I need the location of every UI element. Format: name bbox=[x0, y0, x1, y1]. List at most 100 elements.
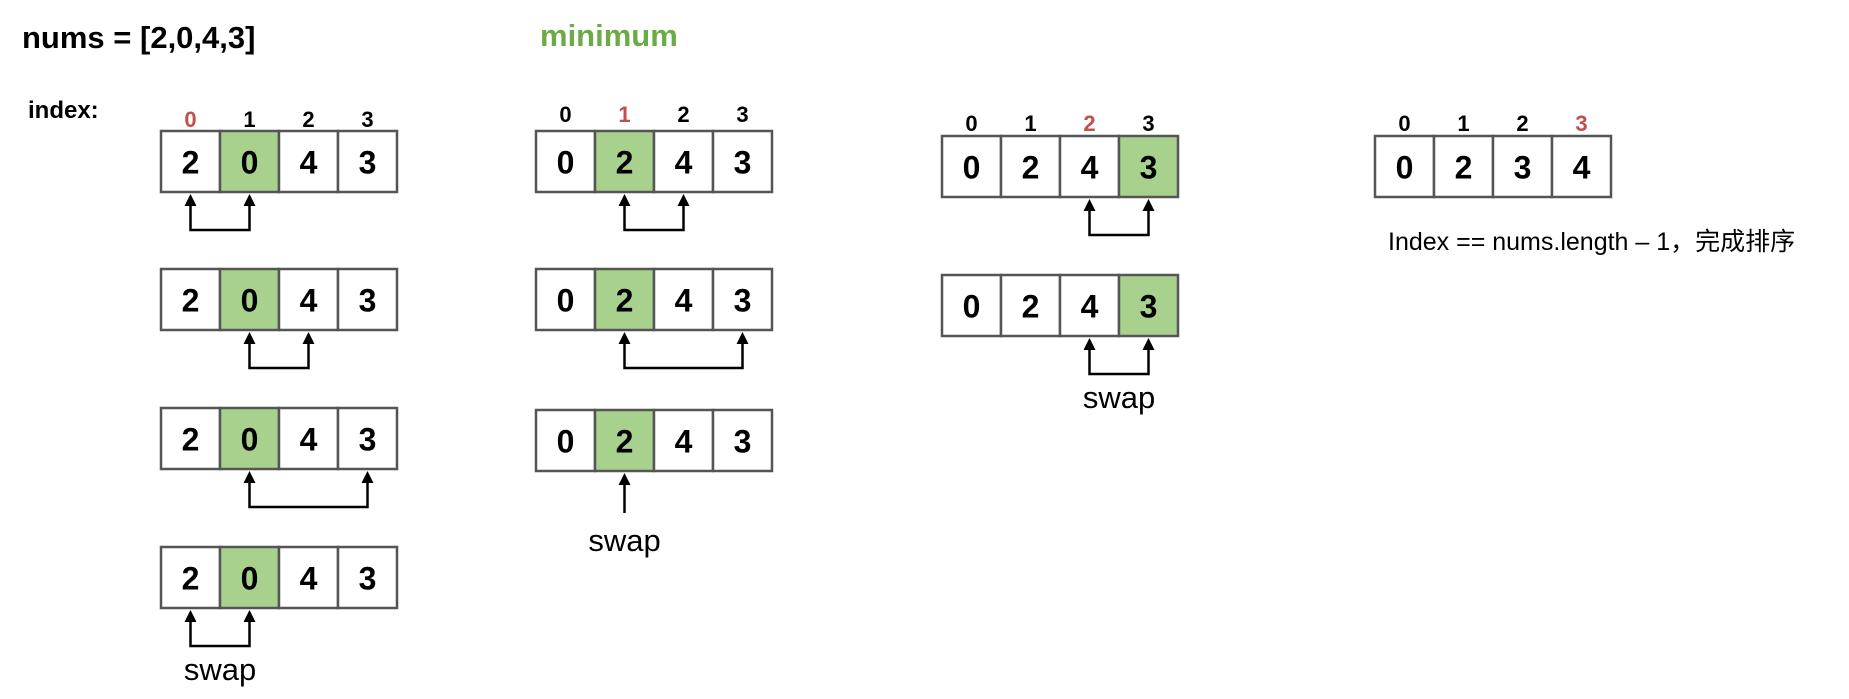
array-cell bbox=[711, 129, 774, 194]
cell-value: 4 bbox=[300, 561, 318, 597]
array-cell bbox=[277, 129, 340, 194]
array-cell bbox=[159, 545, 222, 610]
cell-value: 4 bbox=[300, 145, 318, 181]
arrow-head bbox=[243, 194, 256, 206]
array-cell bbox=[336, 267, 399, 332]
array-cell bbox=[1432, 134, 1495, 199]
minimum-cell bbox=[593, 129, 656, 194]
cell-value: 3 bbox=[359, 145, 377, 181]
index-number: 3 bbox=[736, 102, 748, 127]
array-cell bbox=[159, 129, 222, 194]
cell-value: 0 bbox=[557, 424, 575, 460]
cell-value: 3 bbox=[359, 561, 377, 597]
array-cell bbox=[1373, 134, 1436, 199]
array-cell bbox=[1550, 134, 1613, 199]
arrow-head bbox=[1142, 199, 1155, 211]
cell-value: 0 bbox=[241, 283, 259, 319]
cell-value: 3 bbox=[734, 424, 752, 460]
index-number: 1 bbox=[243, 107, 255, 132]
arrow-head bbox=[618, 332, 631, 344]
minimum-cell bbox=[1117, 134, 1180, 199]
swap-label: swap bbox=[184, 652, 256, 687]
cell-value: 0 bbox=[241, 422, 259, 458]
cell-value: 2 bbox=[616, 424, 634, 460]
cell-value: 0 bbox=[963, 150, 981, 186]
minimum-cell bbox=[218, 406, 281, 471]
comparison-bracket bbox=[189, 620, 251, 648]
index-number: 3 bbox=[1575, 111, 1587, 136]
array-cell bbox=[1491, 134, 1554, 199]
cell-value: 2 bbox=[182, 561, 200, 597]
cell-value: 4 bbox=[675, 283, 693, 319]
array-cell bbox=[999, 273, 1062, 338]
cell-value: 2 bbox=[616, 145, 634, 181]
index-number: 0 bbox=[965, 111, 977, 136]
arrow-head bbox=[677, 194, 690, 206]
array-cell bbox=[159, 267, 222, 332]
arrow-head bbox=[1142, 338, 1155, 350]
index-number: 0 bbox=[1398, 111, 1410, 136]
array-cell bbox=[159, 406, 222, 471]
arrow-head bbox=[184, 610, 197, 622]
index-number: 2 bbox=[1083, 111, 1095, 136]
arrow-head bbox=[1083, 199, 1096, 211]
minimum-cell bbox=[218, 545, 281, 610]
cell-value: 4 bbox=[675, 145, 693, 181]
arrow-head bbox=[361, 471, 374, 483]
cell-value: 3 bbox=[359, 422, 377, 458]
cell-value: 3 bbox=[734, 283, 752, 319]
swap-label: swap bbox=[588, 523, 660, 558]
comparison-bracket bbox=[189, 204, 251, 232]
cell-value: 2 bbox=[182, 283, 200, 319]
index-number: 1 bbox=[1457, 111, 1469, 136]
cell-value: 2 bbox=[1022, 150, 1040, 186]
minimum-cell bbox=[218, 129, 281, 194]
index-number: 3 bbox=[1142, 111, 1154, 136]
index-number: 1 bbox=[1024, 111, 1036, 136]
cell-value: 2 bbox=[1022, 289, 1040, 325]
comparison-bracket bbox=[623, 342, 744, 370]
cell-value: 2 bbox=[182, 145, 200, 181]
cell-value: 0 bbox=[557, 145, 575, 181]
array-cell bbox=[534, 267, 597, 332]
array-cell bbox=[1058, 273, 1121, 338]
cell-value: 3 bbox=[1140, 150, 1158, 186]
cell-value: 3 bbox=[1514, 150, 1532, 186]
array-cell bbox=[652, 408, 715, 473]
minimum-legend: minimum bbox=[540, 18, 678, 53]
cell-value: 0 bbox=[963, 289, 981, 325]
array-cell bbox=[1058, 134, 1121, 199]
index-label: index: bbox=[28, 97, 99, 124]
array-cell bbox=[940, 273, 1003, 338]
cell-value: 0 bbox=[241, 561, 259, 597]
index-number: 3 bbox=[361, 107, 373, 132]
array-cell bbox=[336, 545, 399, 610]
array-cell bbox=[711, 267, 774, 332]
arrow-head bbox=[243, 610, 256, 622]
cell-value: 4 bbox=[300, 422, 318, 458]
array-cell bbox=[336, 129, 399, 194]
index-number: 2 bbox=[677, 102, 689, 127]
comparison-bracket bbox=[1088, 348, 1150, 376]
minimum-cell bbox=[1117, 273, 1180, 338]
array-row: 2 0 4 3 swap bbox=[159, 545, 399, 687]
array-cell bbox=[711, 408, 774, 473]
arrow-head bbox=[302, 332, 315, 344]
cell-value: 2 bbox=[1455, 150, 1473, 186]
arrow-head bbox=[243, 332, 256, 344]
title: nums = [2,0,4,3] bbox=[22, 20, 256, 55]
array-cell bbox=[336, 406, 399, 471]
cell-value: 0 bbox=[1396, 150, 1414, 186]
index-number: 2 bbox=[1516, 111, 1528, 136]
cell-value: 3 bbox=[359, 283, 377, 319]
arrow-head bbox=[618, 473, 631, 485]
